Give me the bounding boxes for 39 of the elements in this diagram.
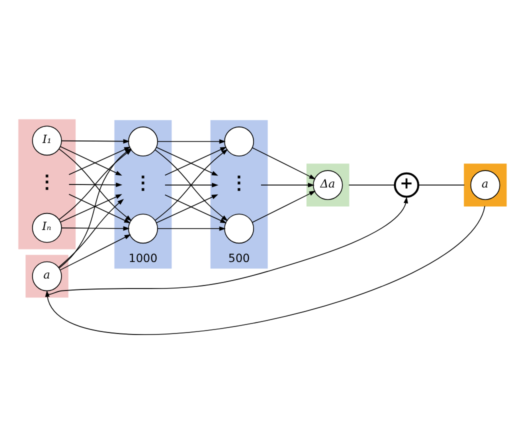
arrow (45, 205, 486, 334)
arrow (164, 146, 227, 176)
arrow (157, 226, 226, 230)
node-circle (128, 213, 158, 244)
connector (418, 184, 465, 185)
node-text: ⋮ (230, 172, 248, 194)
arrow (46, 196, 408, 294)
arrow (68, 193, 131, 223)
arrow (164, 194, 227, 223)
arrow (252, 190, 316, 222)
arrow (61, 138, 130, 144)
arrow (60, 194, 122, 222)
node-circle: Δa (312, 170, 343, 200)
node-label: 500 (228, 251, 250, 264)
connector (348, 184, 396, 185)
node-text: ⋮ (134, 172, 152, 194)
node-circle (128, 126, 158, 156)
node-circle: Iₙ (32, 212, 62, 242)
node-circle: I₁ (32, 125, 62, 156)
node-text: ⋮ (38, 171, 56, 192)
node-label: 1000 (128, 251, 158, 264)
arrow (58, 198, 124, 268)
arrow (60, 146, 122, 176)
node-circle: a (470, 170, 500, 200)
arrow (260, 182, 314, 187)
arrow (156, 146, 218, 176)
arrow (61, 226, 130, 230)
node-circle: a (32, 260, 62, 291)
arrow (156, 194, 218, 223)
cluster (18, 118, 76, 249)
node-circle (224, 126, 254, 156)
node-circle (224, 213, 254, 244)
cluster (464, 163, 507, 206)
arrow (164, 182, 218, 187)
arrow (157, 138, 226, 144)
arrow (252, 146, 316, 179)
arrow (68, 182, 122, 187)
node-circle: + (394, 172, 420, 198)
arrow (60, 234, 131, 270)
